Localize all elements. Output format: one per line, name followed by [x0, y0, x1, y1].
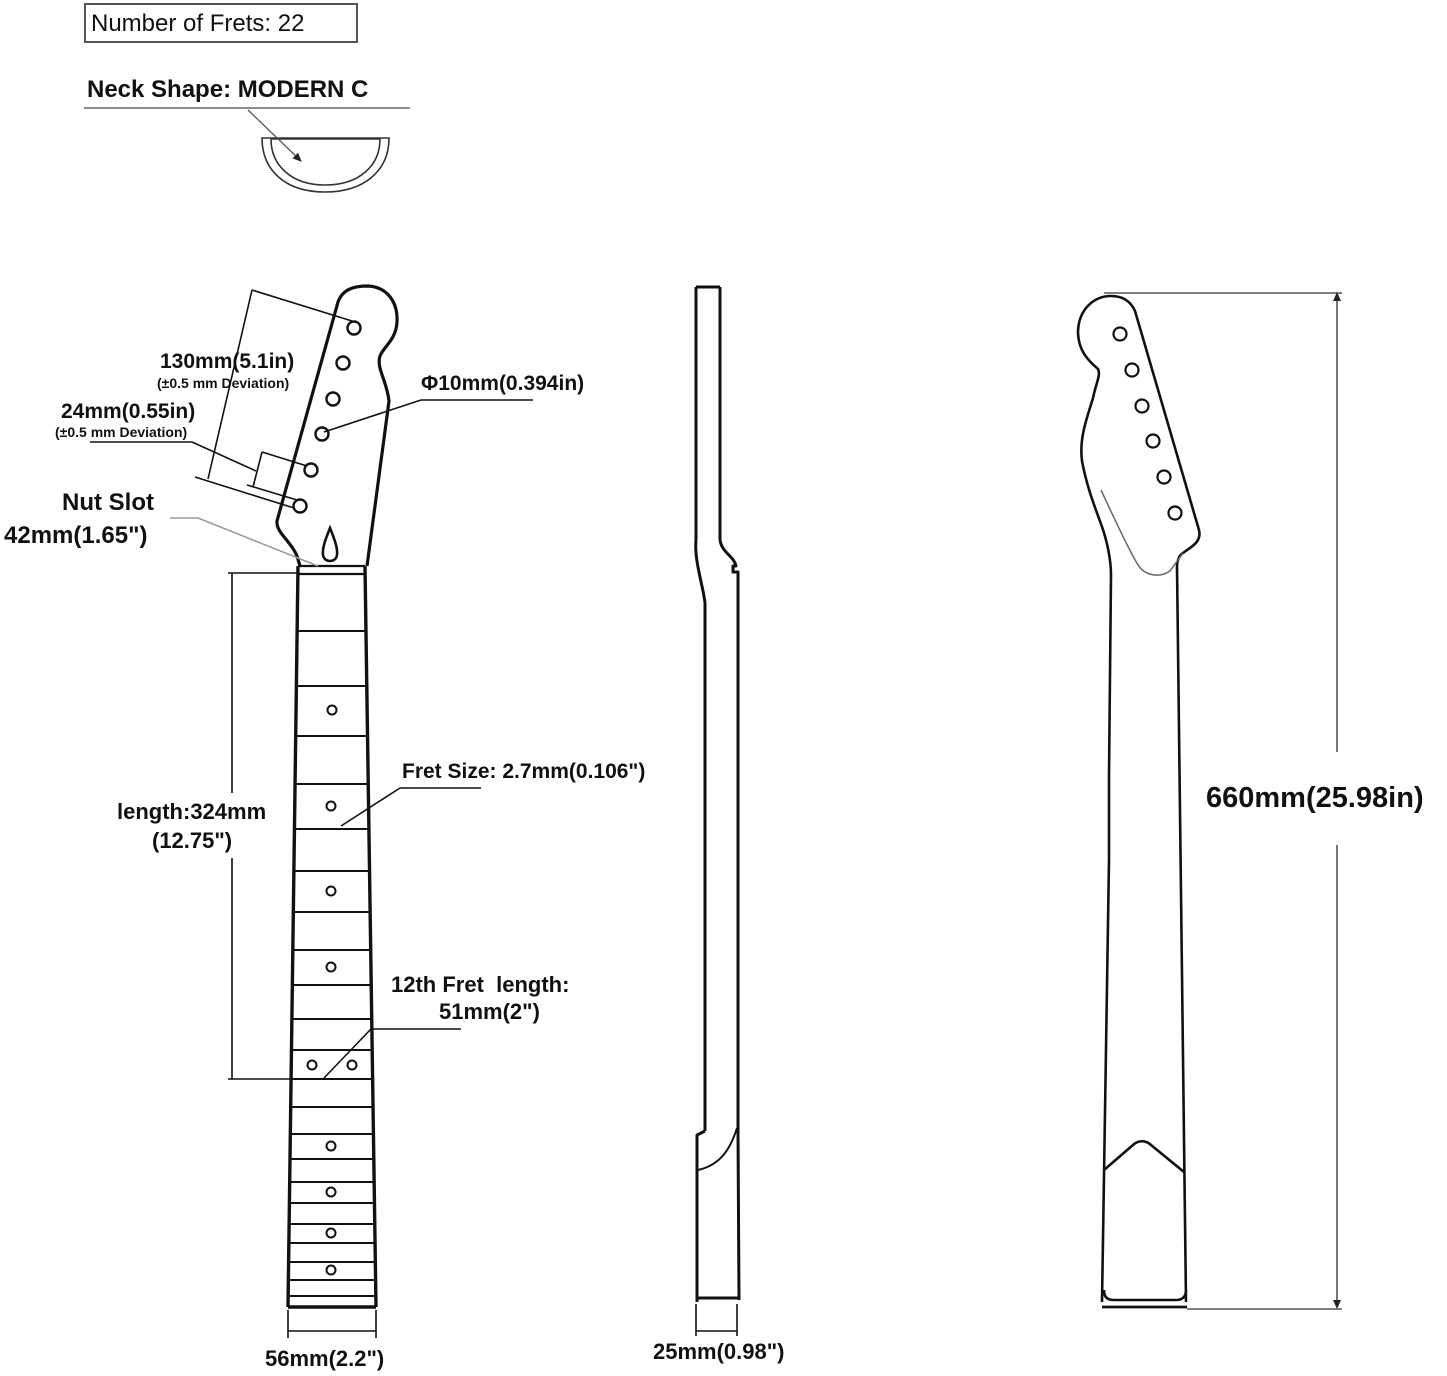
front-view-headstock [275, 284, 399, 567]
neck-thickness-label: 25mm(0.98") [653, 1339, 785, 1364]
nut-slot-width-label: 42mm(1.65") [4, 522, 148, 549]
side-view-outline [694, 285, 741, 1302]
back-dimension-lines [1104, 292, 1342, 1310]
scale-length-inches-label: (12.75") [152, 828, 233, 853]
nut-slot-leader [170, 517, 319, 567]
number-of-frets-label: Number of Frets: 22 [91, 10, 305, 37]
fret-size-label: Fret Size: 2.7mm(0.106") [402, 760, 646, 783]
neck-profile-icon [84, 107, 410, 193]
fret-lines [289, 630, 375, 1297]
side-view-heel-curve [697, 1127, 738, 1171]
back-view-headstock-shading [1100, 489, 1184, 576]
truss-rod-access-icon [321, 524, 339, 563]
back-view-outline [1076, 294, 1201, 1309]
scale-length-label: length:324mm [117, 799, 267, 824]
total-length-label: 660mm(25.98in) [1206, 782, 1424, 814]
fret-markers [306, 704, 358, 1276]
twelfth-fret-label: 12th Fret length: [391, 972, 570, 997]
heel-width-label: 56mm(2.2") [265, 1346, 385, 1371]
headstock-length-deviation: (±0.5 mm Deviation) [157, 375, 290, 391]
tuner-spacing-label: 24mm(0.55in) [61, 400, 196, 423]
twelfth-fret-width-label: 51mm(2") [439, 999, 540, 1024]
headstock-length-label: 130mm(5.1in) [160, 350, 295, 373]
tuner-hole-diameter-label: Φ10mm(0.394in) [421, 372, 585, 395]
side-dimension-lines [695, 1304, 738, 1336]
neck-shape-label: Neck Shape: MODERN C [87, 76, 369, 103]
number-of-frets-box: Number of Frets: 22 [84, 3, 358, 43]
front-dimension-lines [90, 289, 533, 1338]
back-view-tuner-holes [1112, 326, 1183, 521]
tuner-holes [292, 320, 362, 514]
back-view-heel-plate [1102, 1139, 1188, 1302]
tuner-spacing-deviation: (±0.5 mm Deviation) [55, 424, 188, 440]
fretboard [286, 564, 378, 1309]
nut-slot-title: Nut Slot [62, 489, 154, 516]
